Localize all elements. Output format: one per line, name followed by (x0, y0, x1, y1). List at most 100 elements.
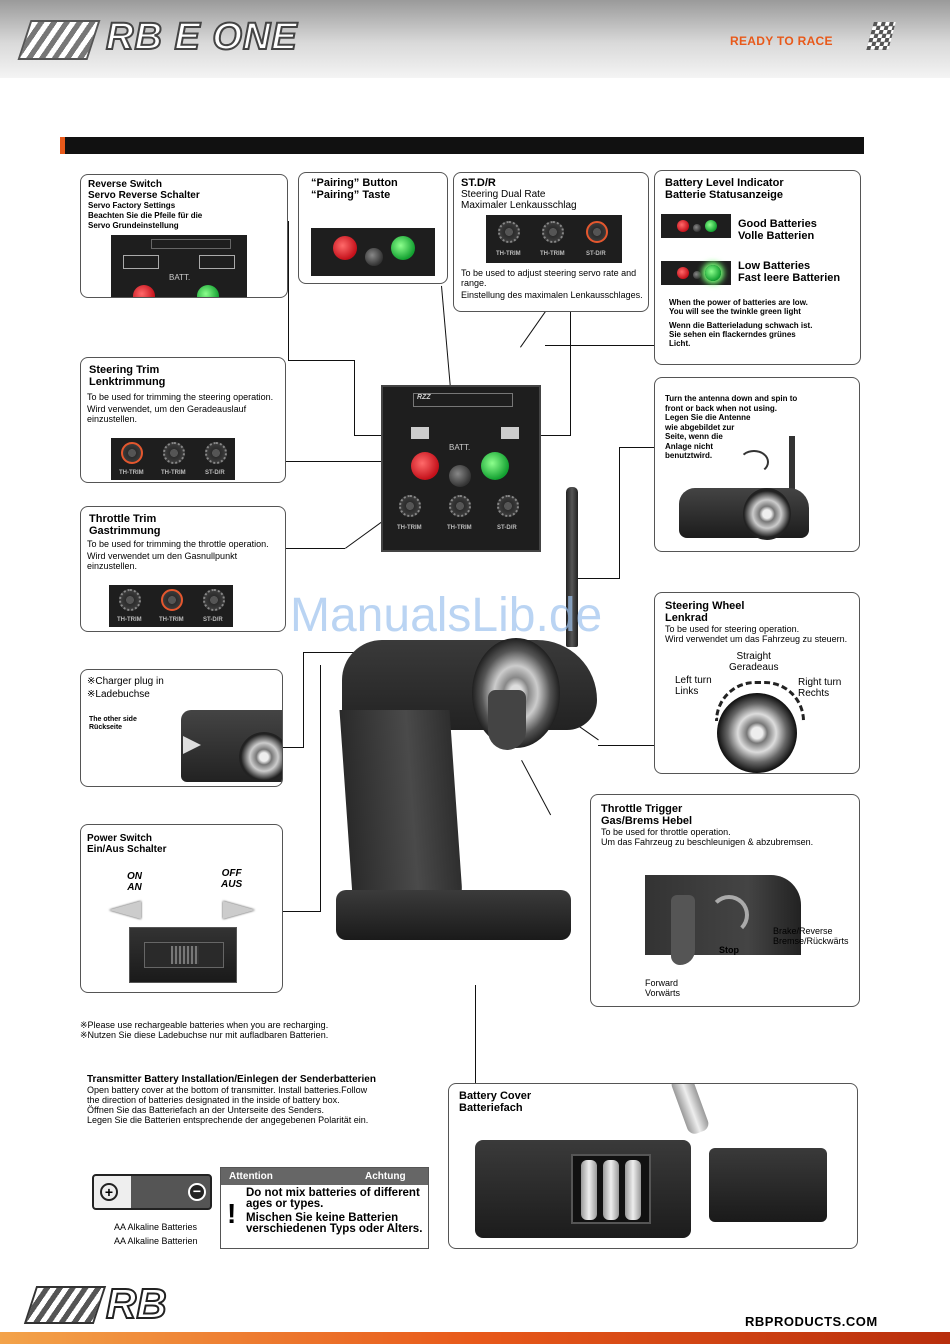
battery-install-line: the direction of batteries designated in… (87, 1095, 340, 1105)
power-switch-title: Power Switch (87, 833, 153, 844)
steering-wheel-title-de: Lenkrad (665, 612, 708, 624)
attention-text-de: Mischen Sie keine Batterien verschiedene… (246, 1212, 423, 1235)
pairing-image (311, 228, 435, 276)
battery-indicator-title-de: Batterie Statusanzeige (665, 189, 783, 201)
steering-trim-knob[interactable] (399, 495, 421, 517)
knob-label: ST-D/R (497, 525, 517, 531)
arrow-right-icon (223, 901, 255, 919)
off-label-de: AUS (221, 879, 243, 890)
good-batteries-label-de: Volle Batterien (738, 230, 815, 242)
power-switch-image (129, 927, 237, 983)
power-switch-title-de: Ein/Aus Schalter (87, 844, 167, 855)
power-switch-toggle[interactable] (144, 942, 224, 968)
reverse-switch-line: Servo Grundeinstellung (88, 221, 179, 230)
battery-cover-box: Battery Cover Batteriefach (448, 1083, 858, 1249)
trigger-arrow-icon (709, 895, 749, 935)
steering-wheel-box: Steering Wheel Lenkrad To be used for st… (654, 592, 860, 774)
knob-label: TH-TRIM (397, 525, 422, 531)
battery-install-title: Transmitter Battery Installation/Einlege… (87, 1074, 376, 1085)
straight-label-de: Geradeaus (729, 662, 779, 673)
pairing-button[interactable] (449, 465, 471, 487)
on-label-de: AN (127, 882, 142, 893)
left-turn-label: Left turn (675, 675, 712, 686)
knob-label: TH-TRIM (159, 617, 184, 623)
st-dr-sub: Steering Dual Rate (461, 189, 546, 200)
st-dr-desc-de: Einstellung des maximalen Lenkausschlage… (461, 290, 643, 300)
battery-note-de: Sie sehen ein flackerndes grünes (669, 330, 796, 339)
minus-icon: − (188, 1183, 206, 1201)
trigger-lever-image (671, 895, 695, 965)
low-batteries-label: Low Batteries (738, 260, 811, 272)
trigger-image (488, 690, 526, 750)
brake-label-de: Bremse/Rückwärts (773, 936, 849, 946)
antenna-line: Turn the antenna down and spin to (665, 394, 798, 403)
reverse-switch-title: Reverse Switch (88, 179, 162, 190)
battery-cover-image (709, 1148, 827, 1222)
footer-logo-text: RB (105, 1279, 168, 1328)
battery-compartment-image (475, 1140, 691, 1238)
throttle-trim-box: Throttle Trim Gastrimmung To be used for… (80, 506, 286, 632)
attention-label: Attention (229, 1171, 273, 1182)
steering-wheel-image (717, 693, 797, 773)
recharge-note: ※Please use rechargeable batteries when … (80, 1020, 329, 1030)
throttle-trim-desc: To be used for trimming the throttle ope… (87, 539, 269, 549)
antenna-line: Legen Sie die Antenne (665, 413, 751, 422)
twinkle-green-icon (705, 265, 721, 281)
st-dr-image: TH-TRIM TH-TRIM ST-D/R (486, 215, 622, 263)
footer: RB RBPRODUCTS.COM (0, 1270, 950, 1344)
st-dr-desc: To be used to adjust steering servo rate… (461, 268, 637, 288)
throttle-trim-desc-de: Wird verwendet um den Gasnullpunkt einzu… (87, 551, 238, 571)
throttle-trigger-desc: To be used for throttle operation. (601, 827, 731, 837)
arrow-right-icon (183, 736, 201, 754)
knob-label: ST-D/R (205, 470, 225, 476)
battery-cover-title: Battery Cover (459, 1090, 532, 1102)
throttle-trim-knob[interactable] (449, 495, 471, 517)
attention-box: Attention Achtung ! Do not mix batteries… (220, 1167, 429, 1249)
brand-logo: RB E ONE (17, 14, 344, 66)
good-batteries-label: Good Batteries (738, 218, 817, 230)
pairing-title: “Pairing” Button (311, 177, 398, 189)
watermark: ManualsLib.de (290, 589, 603, 642)
charger-label-de: ※Ladebuchse (87, 689, 150, 700)
charger-box: ※Charger plug in ※Ladebuchse The other s… (80, 669, 283, 787)
antenna-line: wie abgebildet zur (665, 422, 735, 432)
battery-cover-title-de: Batteriefach (459, 1102, 523, 1114)
throttle-trim-image: TH-TRIM TH-TRIM ST-D/R (109, 585, 233, 627)
footer-logo: RB (23, 1279, 200, 1328)
throttle-trigger-desc-de: Um das Fahrzeug zu beschleunigen & abzub… (601, 837, 814, 847)
aa-battery-image: + − (92, 1174, 212, 1210)
steering-trim-title-de: Lenktrimmung (89, 376, 166, 388)
attention-label-de: Achtung (365, 1171, 406, 1182)
steering-trim-desc-de: Wird verwendet, um den Geradeauslauf ein… (87, 404, 247, 424)
arrow-left-icon (109, 901, 141, 919)
steering-wheel-desc: To be used for steering operation. (665, 624, 800, 634)
aa-label: AA Alkaline Batteries (114, 1222, 198, 1232)
transmitter-body (322, 620, 602, 950)
battery-install-line: Legen Sie die Batterien entsprechende de… (87, 1115, 369, 1125)
low-batteries-image (661, 261, 731, 285)
knob-label: TH-TRIM (496, 251, 521, 257)
low-batteries-label-de: Fast leere Batterien (738, 272, 841, 284)
plus-icon: + (100, 1183, 118, 1201)
battery-note-de: Wenn die Batterieladung schwach ist. (669, 321, 813, 330)
st-dr-knob[interactable] (497, 495, 519, 517)
right-turn-label-de: Rechts (798, 688, 830, 699)
forward-label: Forward (645, 978, 679, 988)
footer-url[interactable]: RBPRODUCTS.COM (745, 1314, 878, 1329)
battery-note-de: Licht. (669, 339, 691, 348)
good-batteries-image (661, 214, 731, 238)
green-led (481, 452, 509, 480)
rotate-arrow-icon (739, 450, 769, 474)
ready-to-race-badge: READY TO RACE (730, 22, 896, 54)
red-led (411, 452, 439, 480)
throttle-trigger-title-de: Gas/Brems Hebel (601, 815, 693, 827)
knob-label: TH-TRIM (117, 617, 142, 623)
st-dr-sub: Maximaler Lenkausschlag (461, 200, 577, 211)
knob-label: TH-TRIM (447, 525, 472, 531)
steering-wheel-title: Steering Wheel (665, 600, 745, 612)
section-bar (60, 137, 864, 154)
antenna-image (789, 436, 795, 496)
st-dr-box: ST.D/R Steering Dual Rate Maximaler Lenk… (453, 172, 649, 312)
steering-wheel-desc-de: Wird verwendet um das Fahrzeug zu steuer… (665, 634, 848, 644)
battery-indicator-box: Battery Level Indicator Batterie Statusa… (654, 170, 861, 365)
